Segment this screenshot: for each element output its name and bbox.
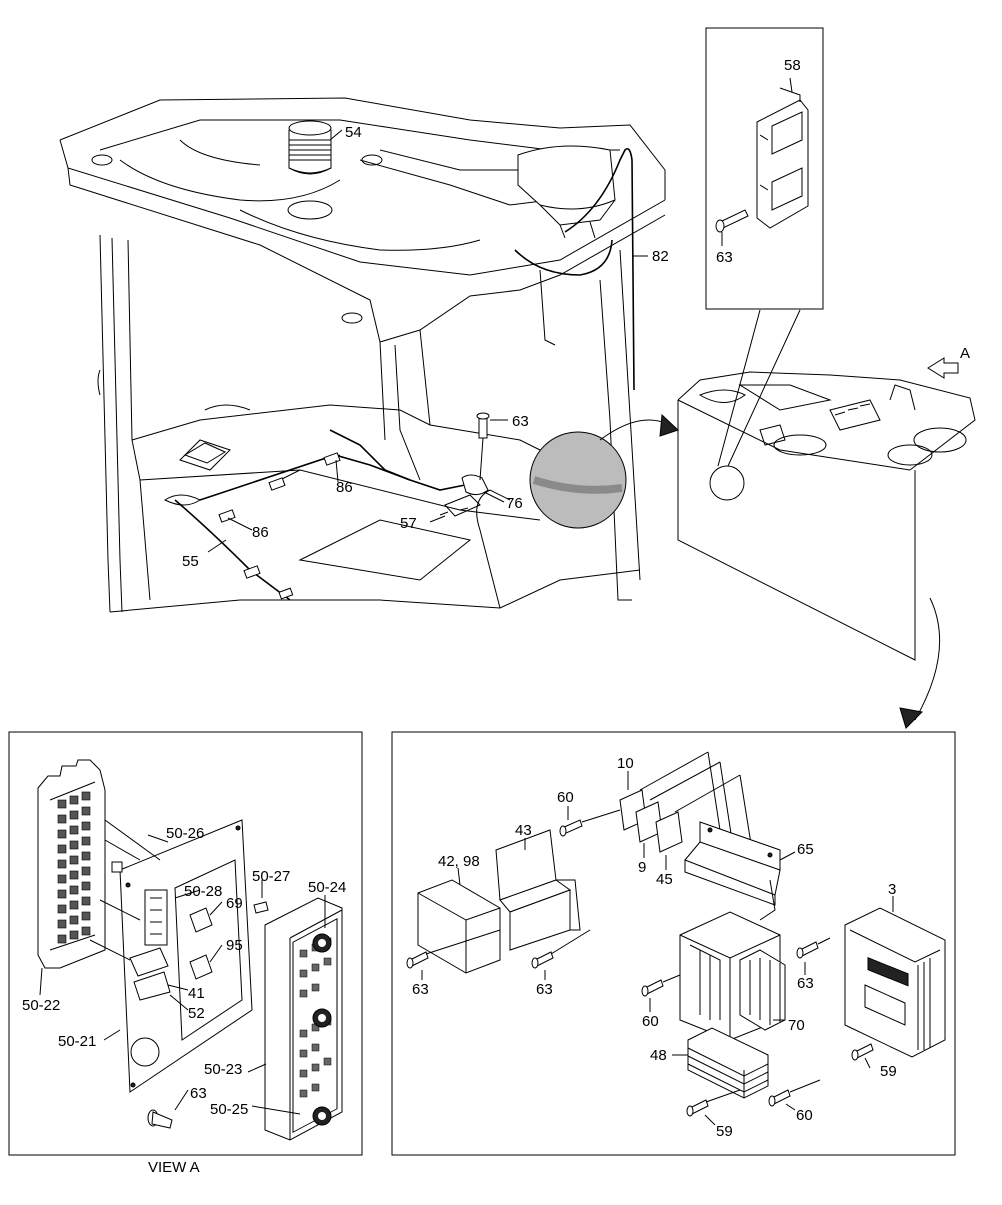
callout-82: 82 [652,248,669,265]
callout-60-bottom: 60 [796,1107,813,1124]
callout-54: 54 [345,124,362,141]
callout-9: 9 [638,859,646,876]
seat-box [677,357,976,729]
callout-48: 48 [650,1047,667,1064]
callout-3: 3 [888,881,896,898]
callout-52: 52 [188,1005,205,1022]
view-a-caption: VIEW A [148,1159,200,1176]
beacon-54 [287,120,333,220]
callout-76: 76 [506,495,523,512]
callout-86-right: 86 [336,479,353,496]
callout-50-26: 50-26 [166,825,204,842]
callout-50-25: 50-25 [210,1101,248,1118]
controller-panel [391,731,956,1156]
clip-76 [439,474,489,517]
callout-63-view-a: 63 [190,1085,207,1102]
callout-60-top: 60 [557,789,574,806]
callout-50-24: 50-24 [308,879,346,896]
callout-95: 95 [226,937,243,954]
cab-assembly [59,97,679,613]
callout-50-23: 50-23 [204,1061,242,1078]
callout-57: 57 [400,515,417,532]
callout-65: 65 [797,841,814,858]
callout-69: 69 [226,895,243,912]
callout-60-mid: 60 [642,1013,659,1030]
callout-42-98: 42, 98 [438,853,480,870]
callout-50-28: 50-28 [184,883,222,900]
callout-63-detail: 63 [716,249,733,266]
magnifier-disc [529,413,679,529]
callout-70: 70 [788,1017,805,1034]
callout-59-bottom: 59 [716,1123,733,1140]
callout-41: 41 [188,985,205,1002]
callout-50-27: 50-27 [252,868,290,885]
callout-43: 43 [515,822,532,839]
callout-59-right: 59 [880,1063,897,1080]
callout-58: 58 [784,57,801,74]
callout-63-left: 63 [412,981,429,998]
clamps-86 [218,452,341,600]
callout-86-left: 86 [252,524,269,541]
callout-63-right: 63 [797,975,814,992]
callout-63-mid: 63 [536,981,553,998]
detail-box-switch [705,27,824,467]
callout-45: 45 [656,871,673,888]
callout-labels: 54 82 63 76 86 86 57 55 58 63 A 50-26 50… [22,57,970,1176]
callout-10: 10 [617,755,634,772]
cab-light-82 [514,145,635,391]
callout-63-top: 63 [512,413,529,430]
view-a-panel [8,731,363,1156]
callout-50-22: 50-22 [22,997,60,1014]
callout-55: 55 [182,553,199,570]
callout-50-21: 50-21 [58,1033,96,1050]
view-a-arrow-label: A [960,345,970,362]
bolt-63-top [476,412,490,481]
